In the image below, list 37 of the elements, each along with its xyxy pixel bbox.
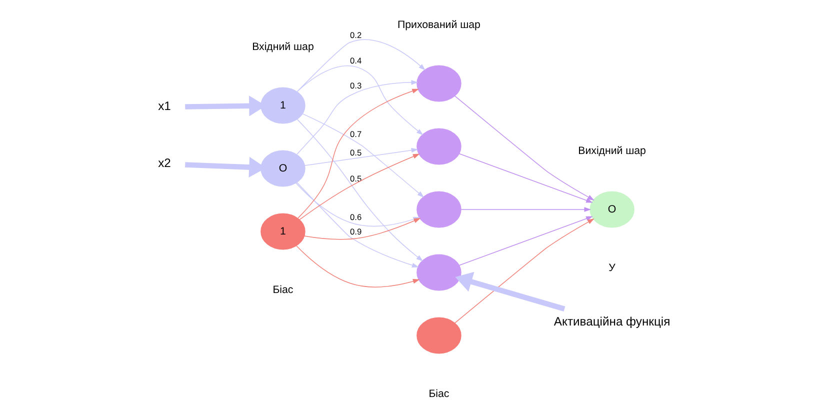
arrow: [460, 207, 592, 212]
arrow: [459, 216, 593, 266]
edge-label: 0.5: [350, 173, 362, 184]
node-ellipse: 1: [260, 213, 306, 250]
arrow: [299, 154, 420, 220]
arrow: [459, 153, 593, 203]
arrow: [296, 118, 424, 262]
node-text: Активаційна функція: [554, 314, 670, 328]
edge-label: 0.3: [350, 80, 362, 91]
label: Вихідний шар: [578, 144, 646, 157]
edge-label: 0.9: [350, 226, 362, 236]
arrow: [296, 245, 420, 288]
arrow: [454, 218, 594, 324]
node-text: x2: [158, 156, 171, 170]
edge-label: 0.5: [350, 147, 362, 158]
node-ellipse: O: [590, 191, 634, 228]
arrow: [296, 80, 418, 155]
arrow: [454, 96, 594, 200]
node-circle: [416, 317, 462, 354]
node-label: У: [608, 262, 616, 274]
arrow: [455, 272, 566, 312]
arrow: [304, 148, 418, 166]
label: Прихований шар: [398, 18, 480, 31]
label: Вхідний шар: [252, 40, 314, 53]
edge-label: 0.4: [350, 56, 362, 66]
arrow: [296, 182, 419, 268]
node-ellipse: O: [260, 150, 306, 187]
arrow: [298, 88, 420, 218]
arrow: [302, 113, 424, 198]
node-label: Біас: [428, 388, 450, 400]
edge-label: 0.2: [350, 30, 362, 40]
arrow: [296, 66, 424, 136]
edge-label: 0.6: [350, 212, 362, 222]
node-ellipse: 1: [260, 87, 306, 124]
edge-label: 0.7: [350, 129, 362, 140]
node-label: Біас: [272, 284, 294, 296]
node-text: x1: [158, 98, 171, 113]
